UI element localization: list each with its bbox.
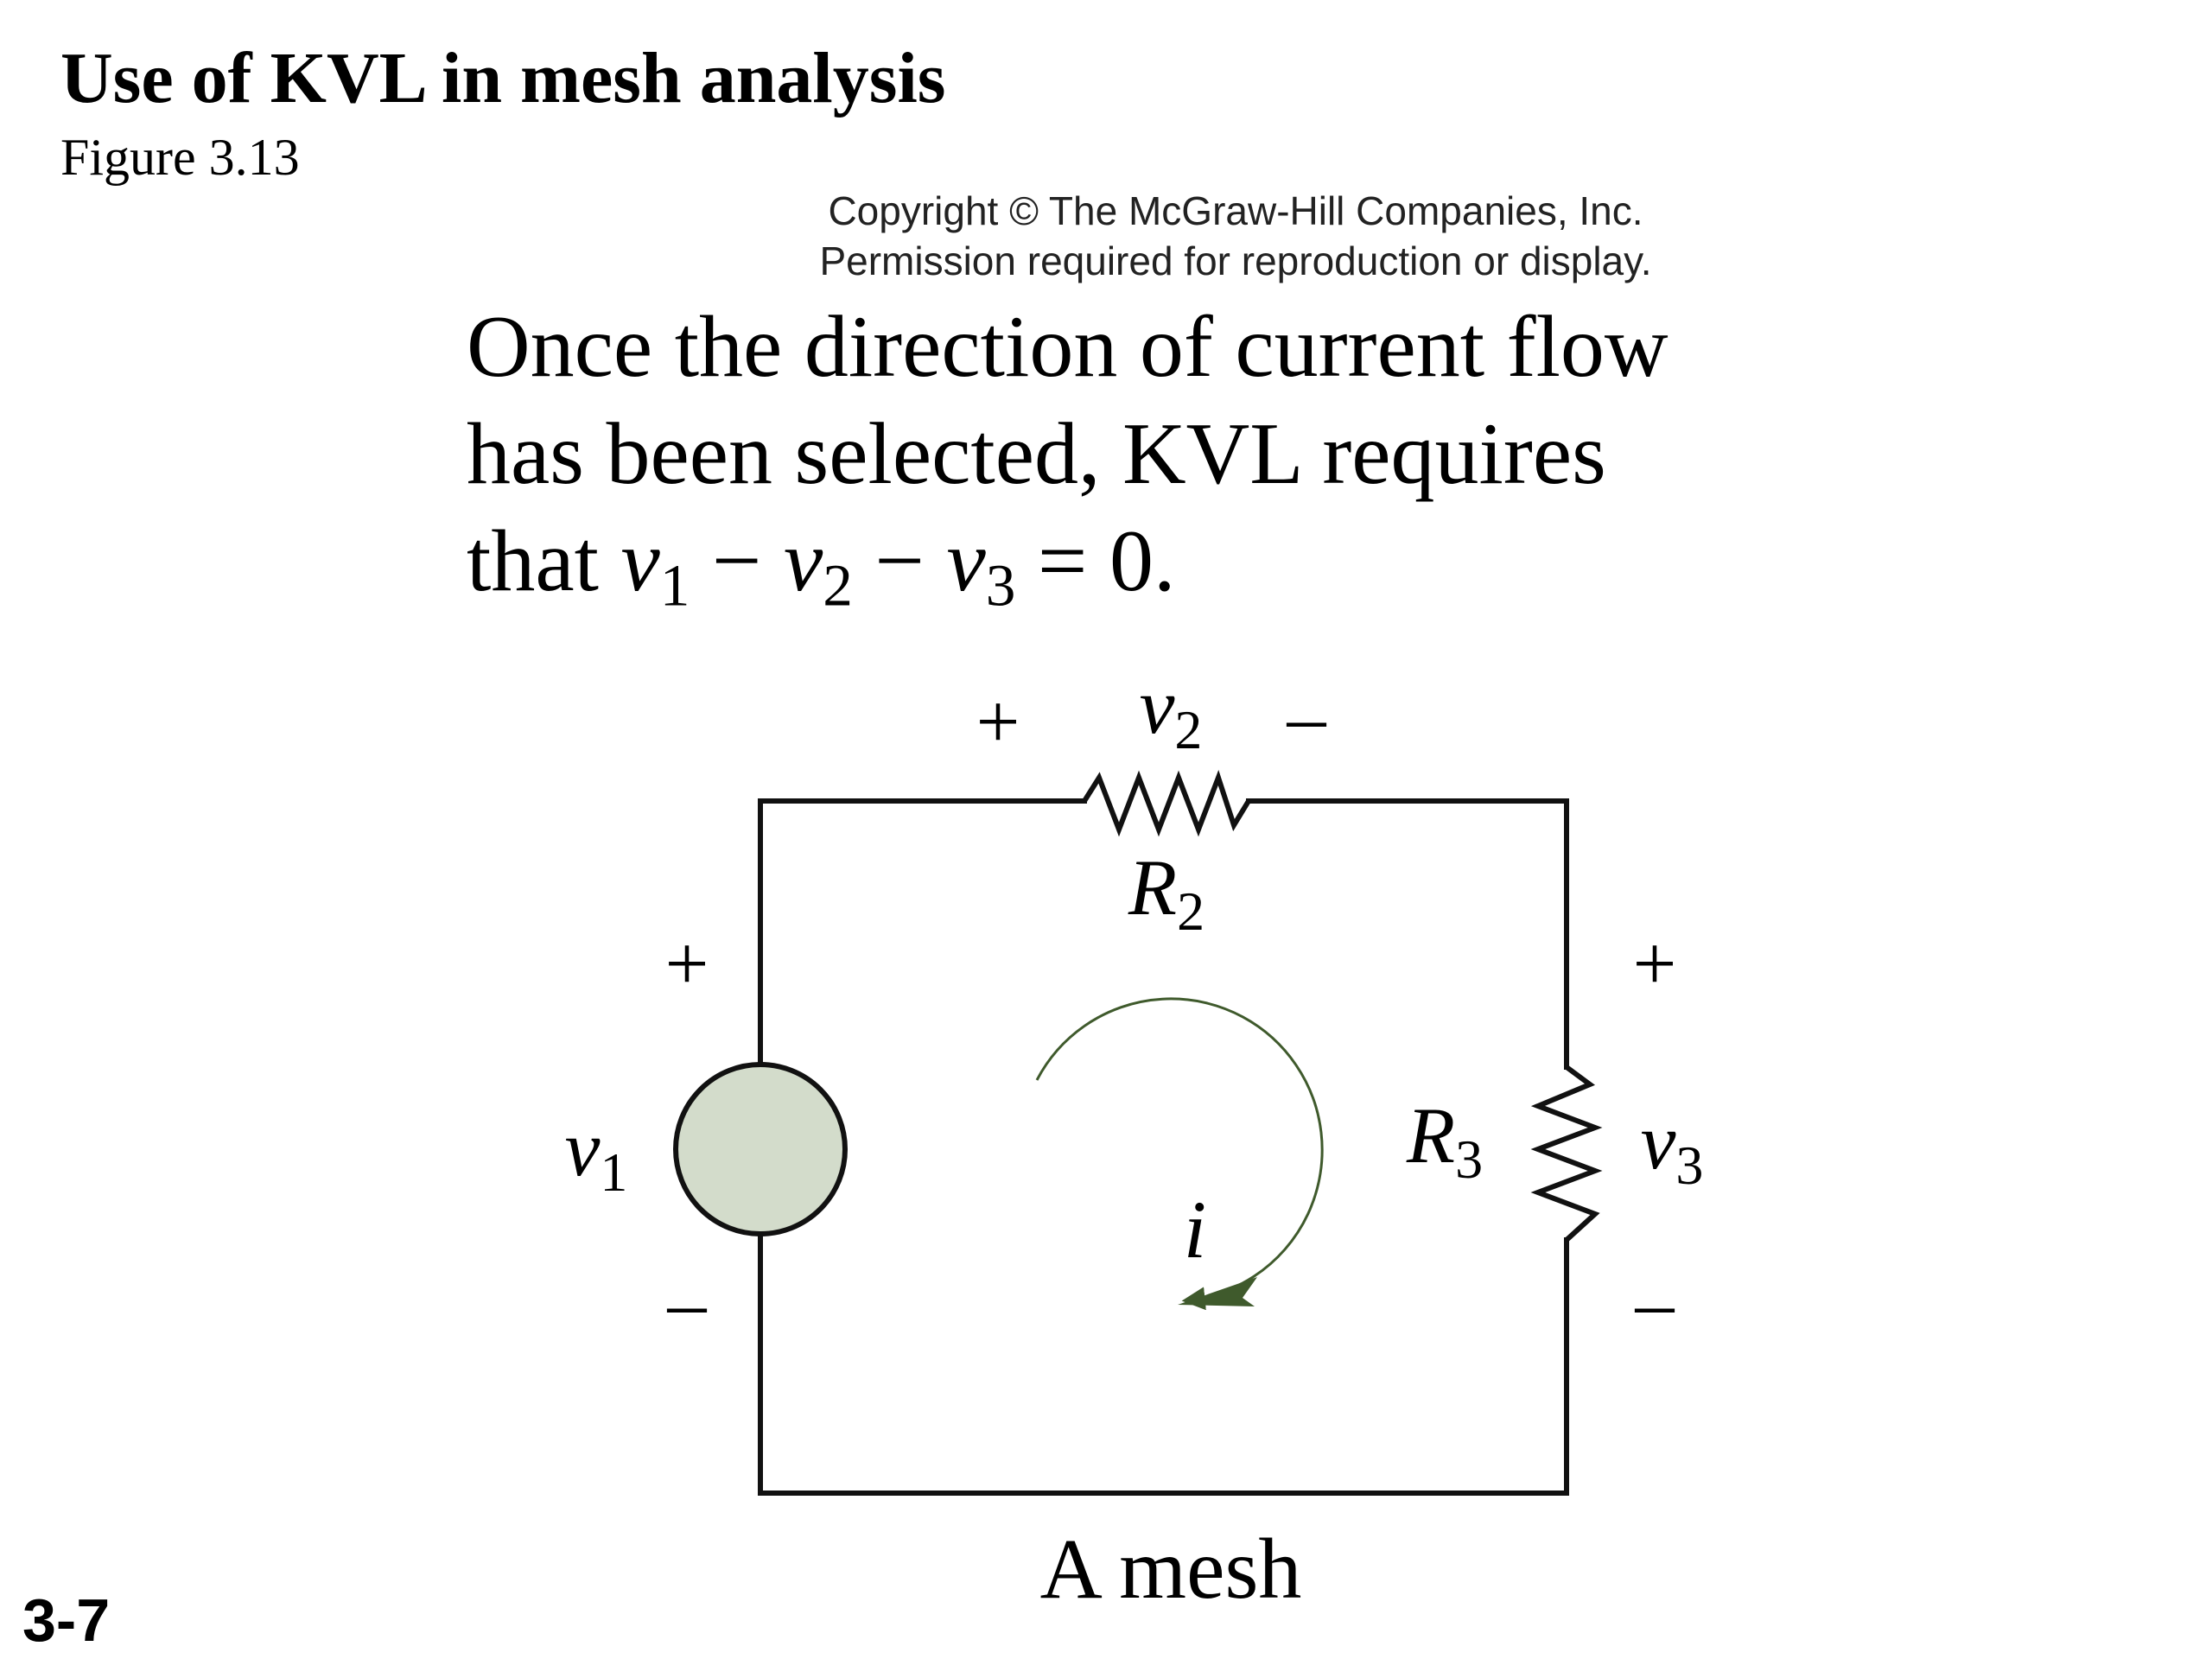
resistor-r3 xyxy=(1530,1065,1603,1243)
mesh-current-label: i xyxy=(1184,1184,1206,1275)
caption-that: that xyxy=(467,512,621,610)
arrowhead-icon xyxy=(1178,1277,1257,1306)
r2-label: R2 xyxy=(1128,843,1205,942)
r3-voltage-label: v3 xyxy=(1641,1097,1704,1196)
caption-line-1: Once the direction of current flow xyxy=(467,298,1669,396)
eq-v1: v1 xyxy=(620,512,690,620)
r2-plus-sign: + xyxy=(976,679,1020,765)
figure-reference: Figure 3.13 xyxy=(60,129,300,186)
slide-number: 3-7 xyxy=(22,1586,111,1654)
eq-v3: v3 xyxy=(946,512,1016,620)
copyright-line-2: Permission required for reproduction or … xyxy=(819,238,1652,283)
mesh-caption: A mesh xyxy=(1039,1521,1302,1617)
r2-voltage-label: v2 xyxy=(1140,662,1203,760)
r3-plus-sign: + xyxy=(1633,921,1677,1007)
wire-left-top xyxy=(758,798,1087,1068)
eq-minus-1: − xyxy=(690,512,784,610)
copyright-line-1: Copyright © The McGraw-Hill Companies, I… xyxy=(828,188,1643,233)
mesh-current-arrow xyxy=(1035,997,1324,1311)
eq-v2: v2 xyxy=(783,512,853,620)
eq-minus-2: − xyxy=(852,512,947,610)
wire-top-right xyxy=(1246,798,1569,1070)
caption-line-3: that v1 − v2 − v3 = 0. xyxy=(467,508,1669,639)
wire-bottom xyxy=(758,1233,1569,1496)
r2-minus-sign: – xyxy=(1287,675,1327,760)
r3-minus-sign: – xyxy=(1635,1261,1675,1346)
kvl-caption: Once the direction of current flow has b… xyxy=(467,294,1669,639)
caption-line-2: has been selected, KVL requires xyxy=(467,405,1606,503)
source-plus-sign: + xyxy=(665,921,709,1007)
eq-equals-zero: = 0. xyxy=(1015,512,1176,610)
voltage-source-v1 xyxy=(673,1062,848,1236)
copyright-notice: Copyright © The McGraw-Hill Companies, I… xyxy=(0,186,2212,286)
r3-label: R3 xyxy=(1406,1091,1483,1190)
circuit-wires xyxy=(758,798,1569,1496)
source-voltage-label: v1 xyxy=(565,1104,628,1203)
source-minus-sign: – xyxy=(667,1261,708,1346)
resistor-r2 xyxy=(1082,770,1251,837)
slide-title: Use of KVL in mesh analysis xyxy=(60,38,946,118)
